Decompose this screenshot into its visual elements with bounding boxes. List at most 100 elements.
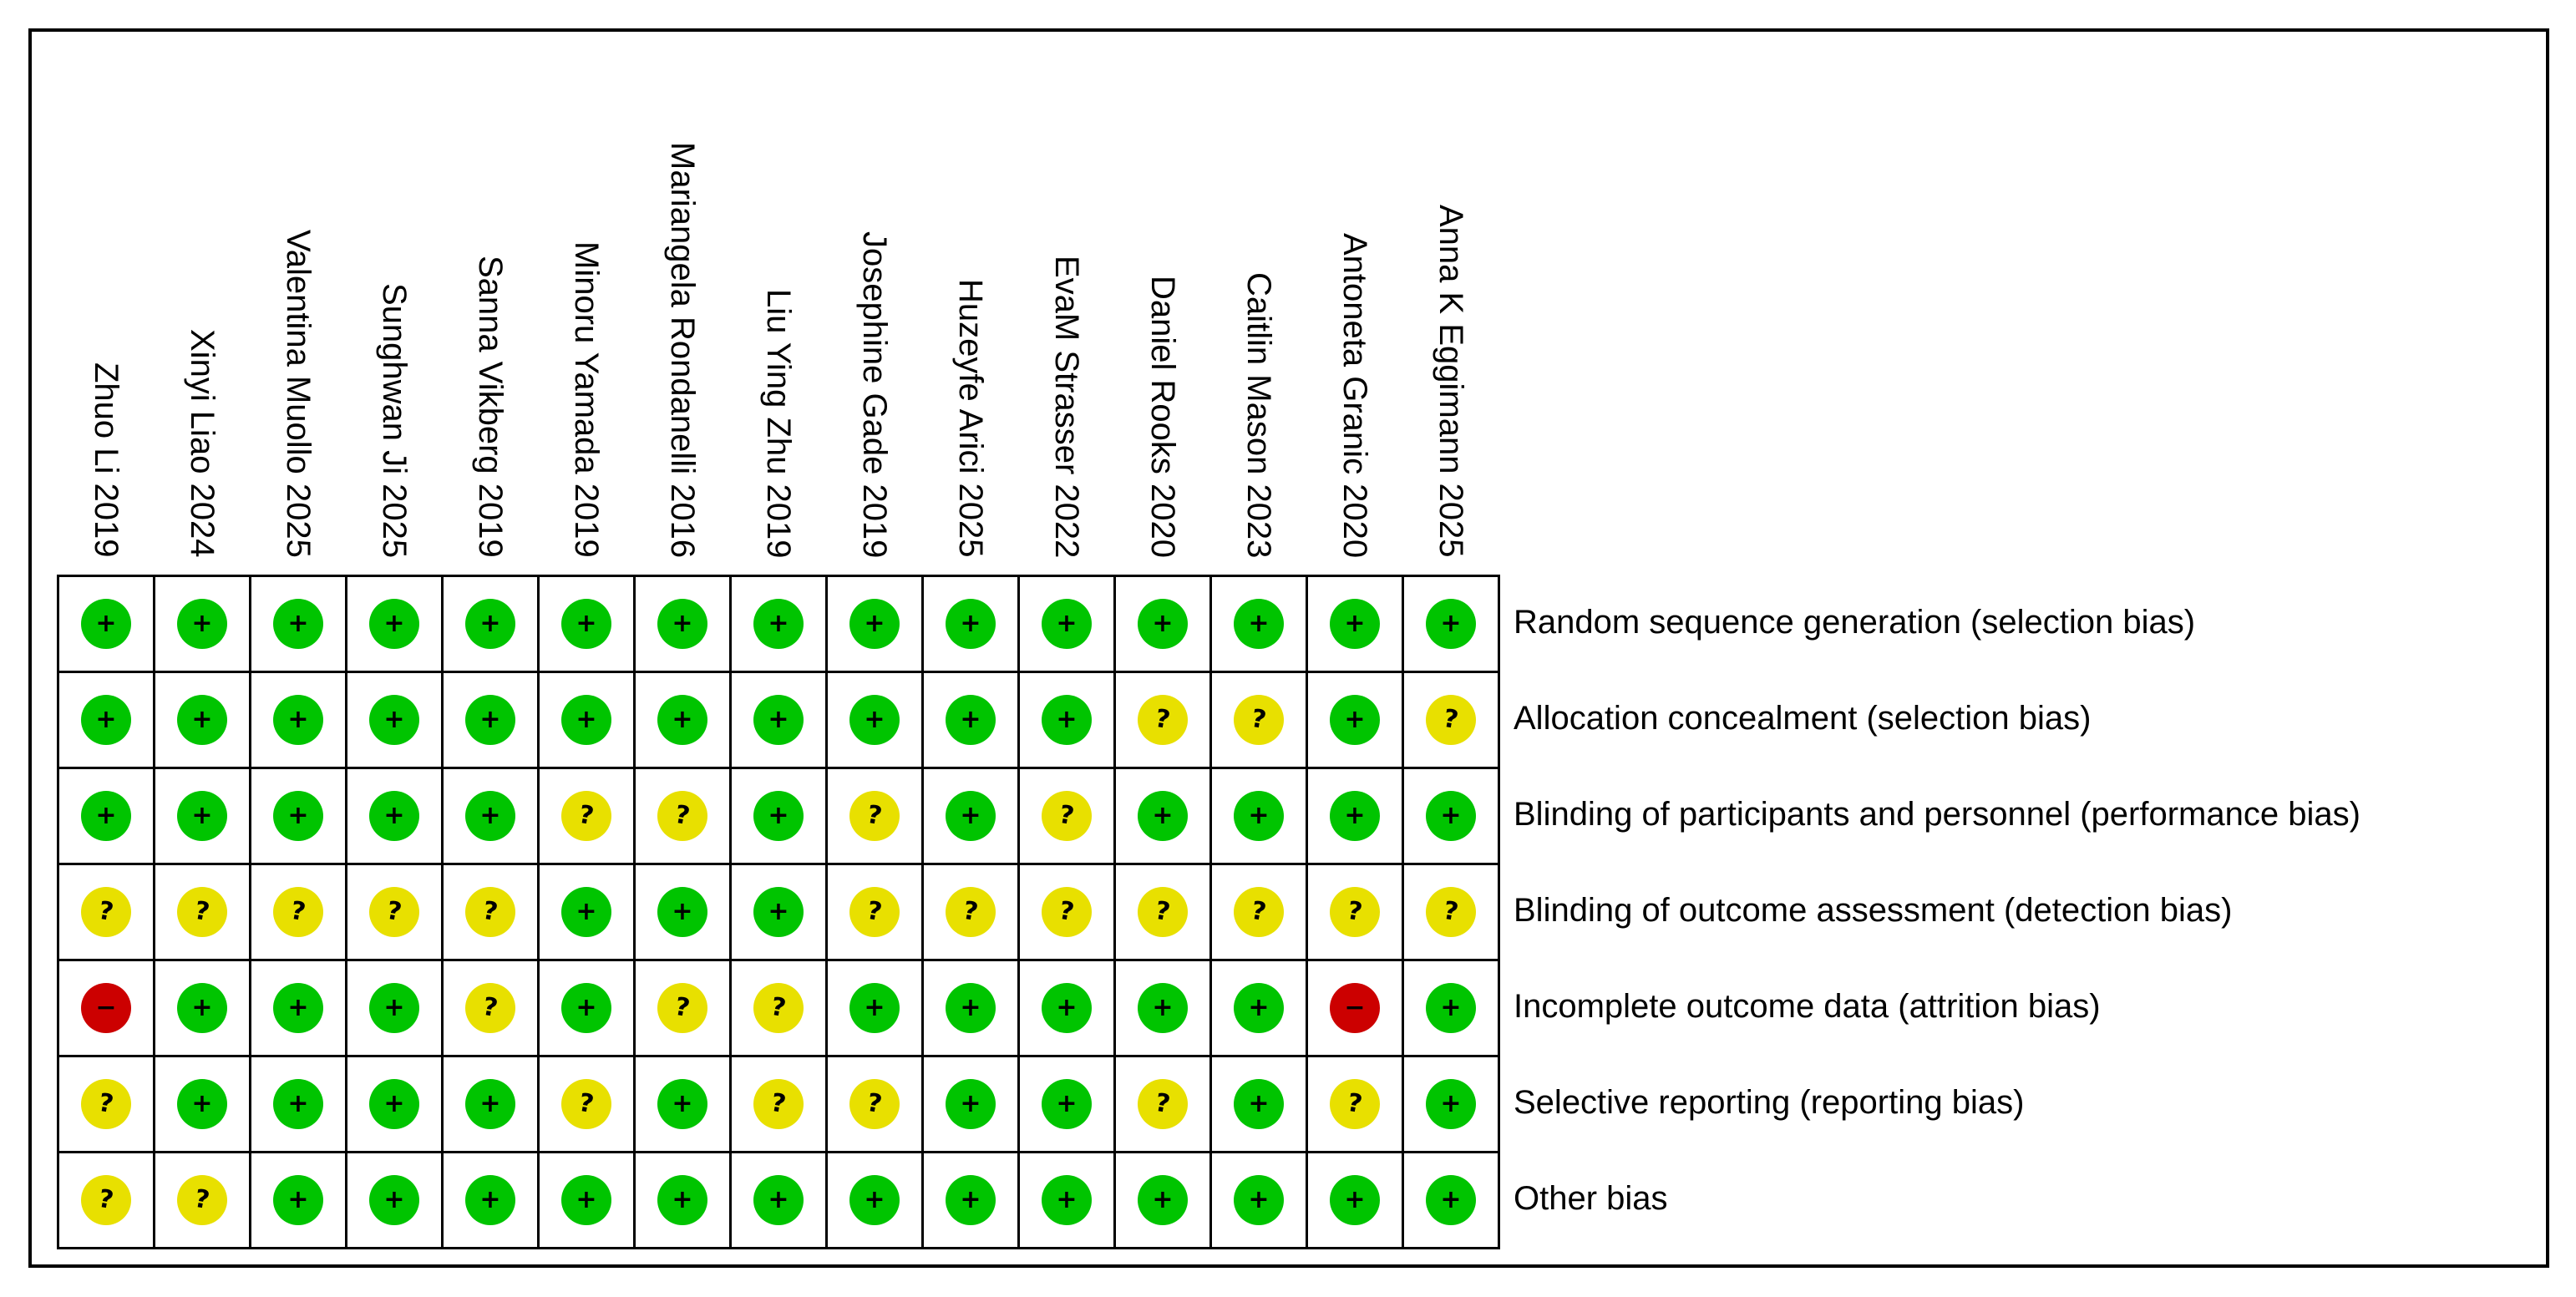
study-label: Sunghwan Ji 2025 xyxy=(376,283,413,559)
risk-low-marker: + xyxy=(1426,983,1476,1033)
risk-low-marker: + xyxy=(1426,791,1476,841)
risk-low-marker: + xyxy=(273,695,323,745)
risk-low-marker: + xyxy=(753,887,804,937)
risk-unclear-marker: ? xyxy=(1330,887,1380,937)
risk-low-marker: + xyxy=(1426,1079,1476,1129)
risk-low-marker: + xyxy=(369,695,419,745)
risk-symbol: ? xyxy=(1153,895,1173,928)
risk-symbol: + xyxy=(191,801,213,830)
risk-symbol: + xyxy=(479,705,501,734)
study-label: Josephine Gade 2019 xyxy=(856,231,893,559)
risk-symbol: + xyxy=(1056,609,1078,638)
risk-symbol: + xyxy=(1056,1185,1078,1214)
risk-low-marker: + xyxy=(657,695,707,745)
risk-low-marker: + xyxy=(753,791,804,841)
risk-unclear-marker: ? xyxy=(1138,887,1188,937)
risk-low-marker: + xyxy=(1330,695,1380,745)
risk-low-marker: + xyxy=(1330,1175,1380,1225)
risk-low-marker: + xyxy=(1138,599,1188,649)
risk-symbol: + xyxy=(287,993,309,1022)
risk-symbol: + xyxy=(1056,1089,1078,1118)
risk-low-marker: + xyxy=(1138,1175,1188,1225)
risk-symbol: + xyxy=(383,801,405,830)
risk-symbol: + xyxy=(191,993,213,1022)
risk-symbol: ? xyxy=(480,991,500,1024)
risk-symbol: + xyxy=(576,897,597,926)
risk-symbol: − xyxy=(1344,993,1366,1022)
risk-symbol: ? xyxy=(672,991,692,1024)
risk-symbol: + xyxy=(1056,705,1078,734)
risk-symbol: + xyxy=(383,705,405,734)
risk-low-marker: + xyxy=(1042,1079,1092,1129)
risk-symbol: + xyxy=(479,1089,501,1118)
risk-symbol: + xyxy=(1248,1185,1270,1214)
risk-low-marker: + xyxy=(561,1175,611,1225)
risk-symbol: + xyxy=(95,801,117,830)
risk-low-marker: + xyxy=(177,983,227,1033)
risk-symbol: + xyxy=(672,609,693,638)
risk-low-marker: + xyxy=(177,599,227,649)
risk-symbol: ? xyxy=(768,991,789,1024)
risk-symbol: + xyxy=(576,993,597,1022)
study-label: Mariangela Rondanelli 2016 xyxy=(664,142,701,559)
risk-low-marker: + xyxy=(657,599,707,649)
risk-symbol: + xyxy=(479,609,501,638)
risk-low-marker: + xyxy=(657,1175,707,1225)
risk-unclear-marker: ? xyxy=(81,1079,131,1129)
risk-symbol: ? xyxy=(1249,703,1269,736)
study-label: Valentina Muollo 2025 xyxy=(280,230,317,558)
domain-label: Blinding of outcome assessment (detectio… xyxy=(1514,892,2233,929)
risk-symbol: ? xyxy=(961,895,981,928)
risk-symbol: + xyxy=(1440,609,1462,638)
risk-low-marker: + xyxy=(1042,1175,1092,1225)
risk-low-marker: + xyxy=(273,1079,323,1129)
risk-symbol: ? xyxy=(96,1087,116,1120)
risk-symbol: ? xyxy=(1441,895,1461,928)
domain-label: Random sequence generation (selection bi… xyxy=(1514,604,2196,641)
risk-symbol: + xyxy=(383,609,405,638)
risk-symbol: + xyxy=(287,1185,309,1214)
risk-low-marker: + xyxy=(369,983,419,1033)
risk-symbol: ? xyxy=(480,895,500,928)
risk-symbol: ? xyxy=(865,1087,885,1120)
risk-unclear-marker: ? xyxy=(81,1175,131,1225)
risk-symbol: + xyxy=(287,801,309,830)
risk-symbol: + xyxy=(576,1185,597,1214)
risk-symbol: + xyxy=(1344,609,1366,638)
risk-symbol: + xyxy=(191,1089,213,1118)
risk-low-marker: + xyxy=(81,599,131,649)
study-label: Xinyi Liao 2024 xyxy=(184,329,221,558)
risk-low-marker: + xyxy=(849,1175,900,1225)
risk-unclear-marker: ? xyxy=(657,791,707,841)
risk-symbol: ? xyxy=(1345,895,1365,928)
risk-low-marker: + xyxy=(1042,599,1092,649)
risk-unclear-marker: ? xyxy=(849,887,900,937)
risk-symbol: ? xyxy=(865,799,885,832)
risk-unclear-marker: ? xyxy=(946,887,996,937)
risk-symbol: + xyxy=(672,1089,693,1118)
risk-unclear-marker: ? xyxy=(753,983,804,1033)
risk-symbol: ? xyxy=(1249,895,1269,928)
risk-symbol: + xyxy=(960,801,981,830)
risk-symbol: ? xyxy=(1441,703,1461,736)
figure-frame xyxy=(28,28,2549,1268)
risk-symbol: + xyxy=(1248,801,1270,830)
risk-low-marker: + xyxy=(81,791,131,841)
risk-unclear-marker: ? xyxy=(753,1079,804,1129)
risk-low-marker: + xyxy=(369,599,419,649)
risk-high-marker: − xyxy=(1330,983,1380,1033)
risk-symbol: + xyxy=(95,609,117,638)
risk-unclear-marker: ? xyxy=(1426,887,1476,937)
risk-symbol: + xyxy=(864,993,885,1022)
risk-symbol: ? xyxy=(1057,895,1077,928)
study-label: Minoru Yamada 2019 xyxy=(568,241,605,558)
risk-unclear-marker: ? xyxy=(1138,1079,1188,1129)
risk-low-marker: + xyxy=(1426,599,1476,649)
risk-low-marker: + xyxy=(849,599,900,649)
risk-low-marker: + xyxy=(849,695,900,745)
risk-low-marker: + xyxy=(1234,1175,1284,1225)
risk-low-marker: + xyxy=(1042,983,1092,1033)
study-label: Zhuo Li 2019 xyxy=(88,362,124,558)
risk-symbol: + xyxy=(960,993,981,1022)
risk-low-marker: + xyxy=(946,1175,996,1225)
